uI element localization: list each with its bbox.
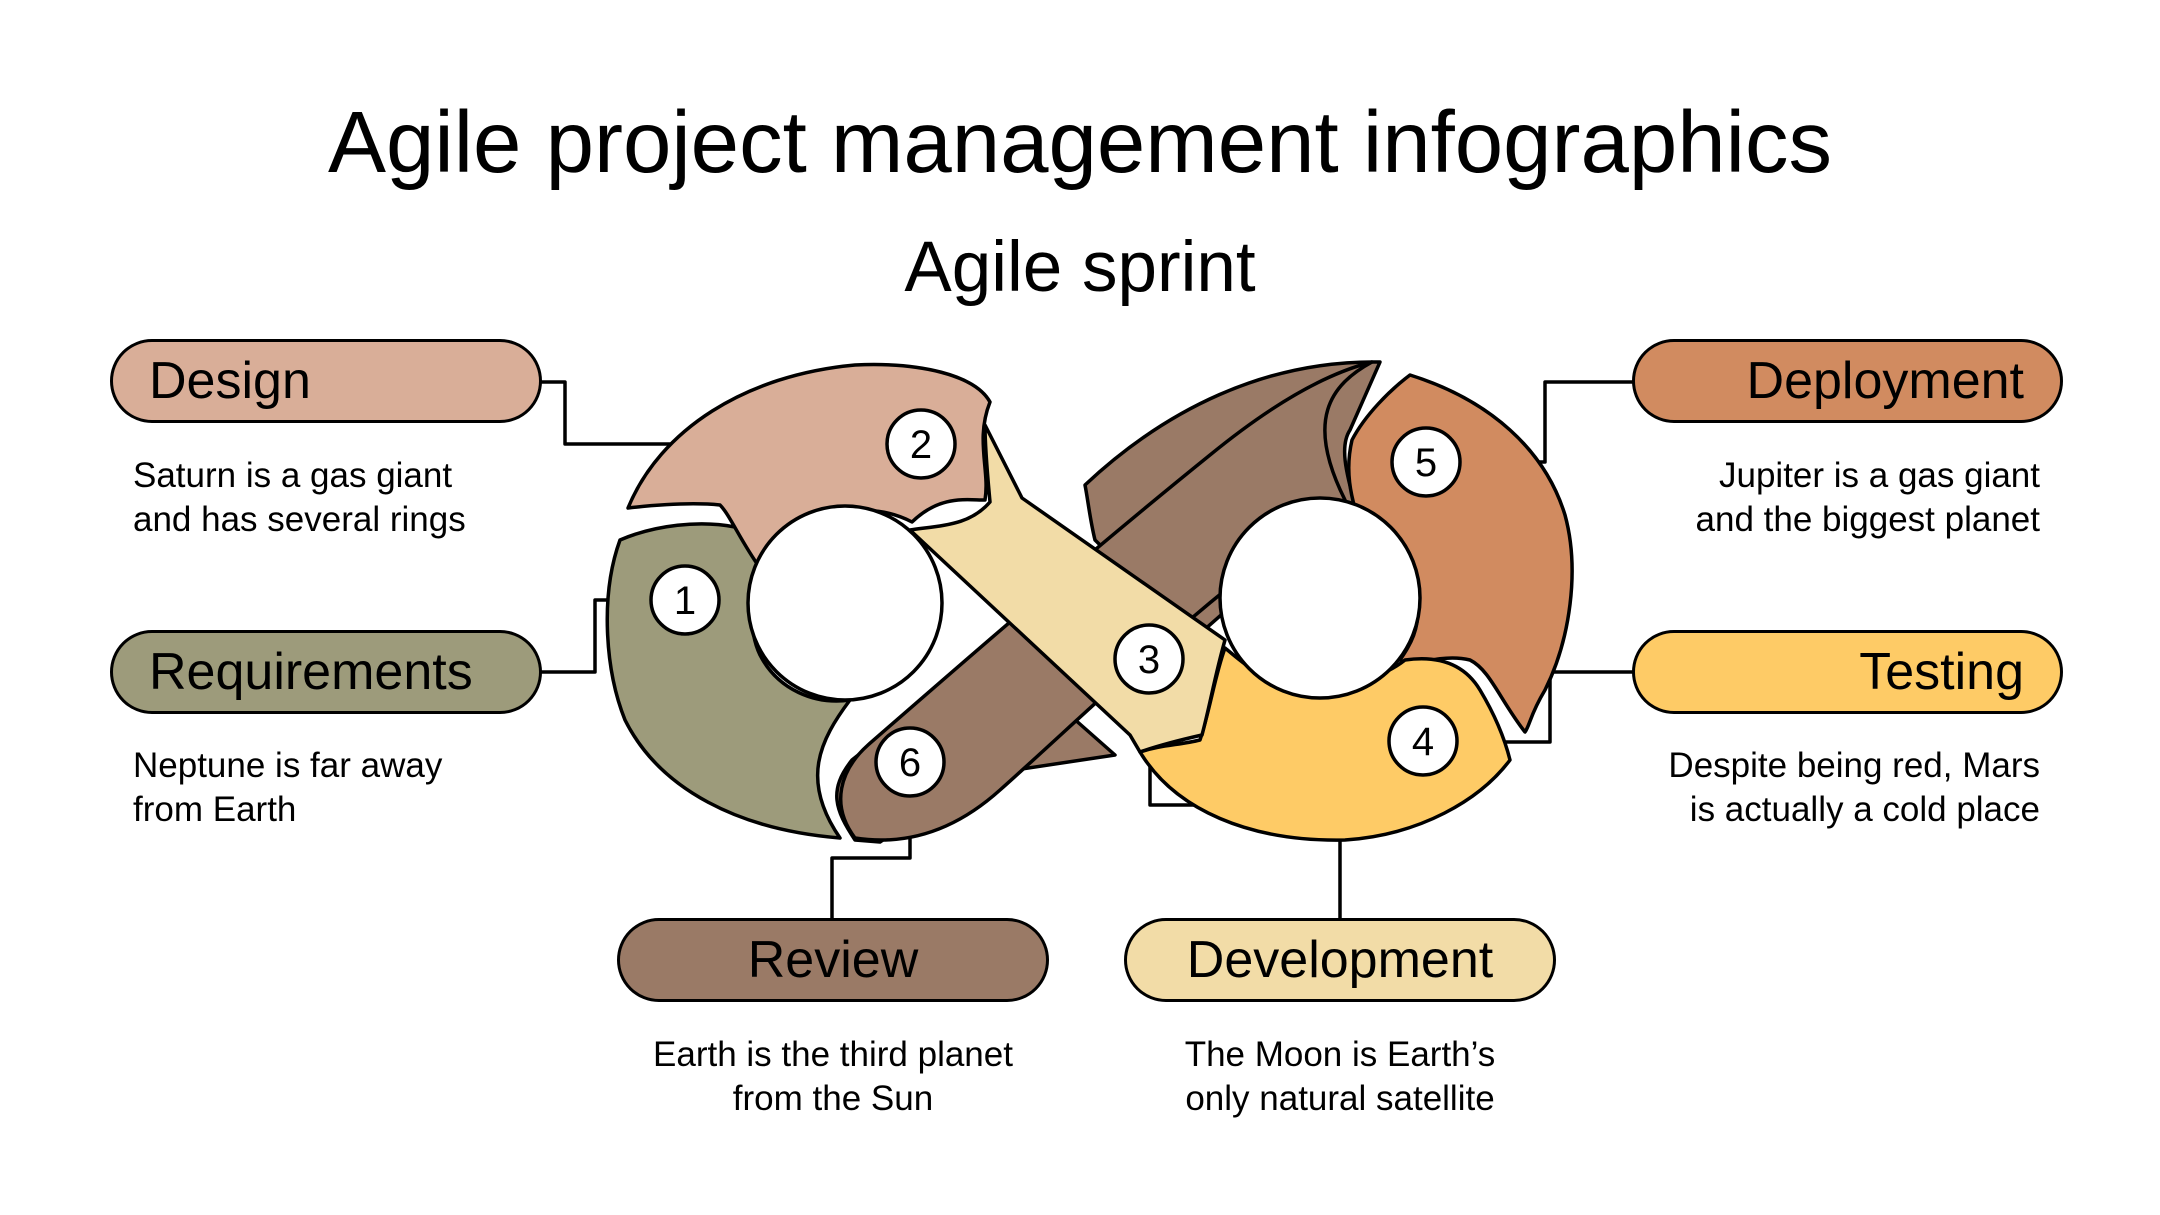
step-desc-development: The Moon is Earth’s only natural satelli…	[1124, 1033, 1556, 1121]
desc-line: is actually a cold place	[1689, 790, 2040, 829]
badge-5-number: 5	[1415, 441, 1437, 485]
step-label-review: Review	[747, 931, 919, 989]
step-desc-design: Saturn is a gas giant and has several ri…	[133, 454, 466, 542]
desc-line: from Earth	[133, 790, 297, 829]
desc-line: Neptune is far away	[133, 746, 443, 785]
step-pill-testing: Testing	[1632, 630, 2063, 714]
desc-line: Despite being red, Mars	[1668, 746, 2040, 785]
desc-line: and has several rings	[133, 500, 466, 539]
step-desc-testing: Despite being red, Mars is actually a co…	[1668, 744, 2040, 832]
desc-line: only natural satellite	[1185, 1079, 1495, 1118]
badge-1	[649, 564, 721, 636]
desc-line: and the biggest planet	[1695, 500, 2040, 539]
badge-5	[1390, 426, 1462, 498]
step-pill-design: Design	[110, 339, 542, 423]
badge-4-number: 4	[1412, 720, 1434, 764]
loop-hole-right	[1218, 496, 1422, 700]
badge-3	[1113, 623, 1185, 695]
step-desc-requirements: Neptune is far away from Earth	[133, 744, 442, 832]
step-desc-deployment: Jupiter is a gas giant and the biggest p…	[1696, 454, 2040, 542]
step-label-requirements: Requirements	[149, 643, 473, 701]
step-pill-development: Development	[1124, 918, 1556, 1002]
step-pill-deployment: Deployment	[1632, 339, 2063, 423]
diagram-subtitle: Agile sprint	[904, 228, 1256, 307]
desc-line: Saturn is a gas giant	[133, 456, 453, 495]
step-label-development: Development	[1186, 931, 1494, 989]
desc-line: The Moon is Earth’s	[1184, 1035, 1496, 1074]
badge-3-number: 3	[1138, 638, 1160, 682]
page-title: Agile project management infographics	[327, 94, 1833, 191]
connector-testing	[1468, 670, 1637, 744]
step-label-testing: Testing	[1859, 643, 2024, 701]
step-label-deployment: Deployment	[1746, 352, 2024, 410]
badge-1-number: 1	[674, 579, 696, 623]
step-pill-review: Review	[617, 918, 1049, 1002]
step-label-design: Design	[149, 352, 311, 410]
step-desc-review: Earth is the third planet from the Sun	[617, 1033, 1049, 1121]
desc-line: Jupiter is a gas giant	[1718, 456, 2040, 495]
badge-2-number: 2	[910, 423, 932, 467]
desc-line: Earth is the third planet	[653, 1035, 1013, 1074]
badge-6	[874, 726, 946, 798]
desc-line: from the Sun	[732, 1079, 934, 1118]
loop-hole-left	[746, 504, 944, 702]
step-pill-requirements: Requirements	[110, 630, 542, 714]
badge-6-number: 6	[899, 741, 921, 785]
badge-4	[1387, 705, 1459, 777]
badge-2	[885, 408, 957, 480]
